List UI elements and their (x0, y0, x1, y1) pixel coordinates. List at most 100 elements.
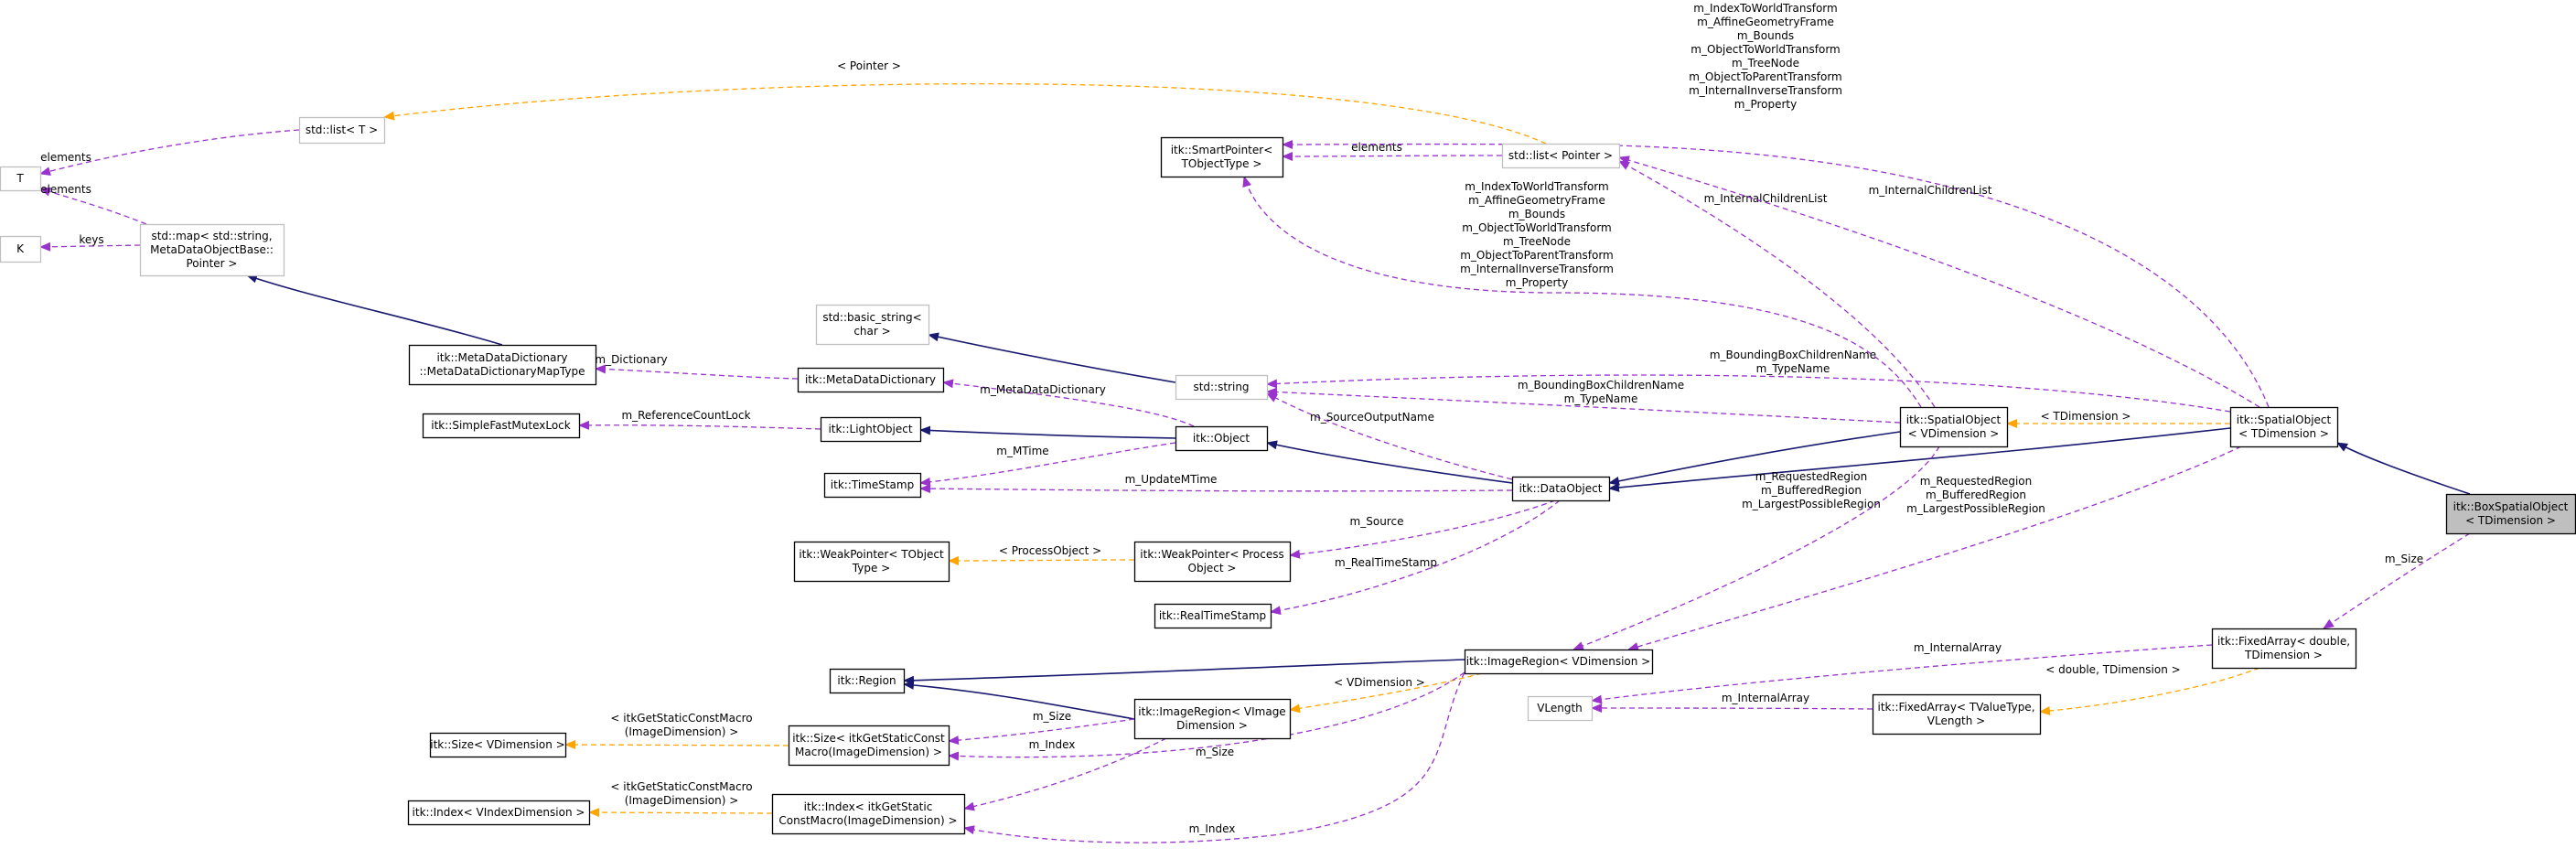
class-name: itk::SimpleFastMutexLock (431, 419, 571, 432)
class-node-dobj[interactable]: itk::DataObject (1511, 476, 1611, 502)
edge-label: m_IndexToWorldTransform (1465, 180, 1608, 193)
class-node-mdd[interactable]: itk::MetaDataDictionary (797, 367, 945, 393)
edge-label: m_AffineGeometryFrame (1697, 16, 1834, 28)
edge-label: m_RealTimeStamp (1335, 556, 1437, 569)
edge-label: m_Size (2385, 553, 2423, 565)
class-box (1133, 698, 1292, 740)
class-node-vlength[interactable]: VLength (1527, 695, 1594, 722)
edge-label: m_BufferedRegion (1761, 484, 1862, 497)
class-name: Macro(ImageDimension) > (795, 746, 942, 758)
edge-line (1242, 176, 1922, 408)
class-node-k[interactable]: K (0, 235, 42, 263)
class-node-fad[interactable]: itk::FixedArray< double,TDimension > (2211, 628, 2357, 670)
class-name: itk::RealTimeStamp (1159, 609, 1266, 622)
class-node-sfml[interactable]: itk::SimpleFastMutexLock (422, 413, 581, 439)
class-node-stdmap[interactable]: std::map< std::string,MetaDataObjectBase… (139, 223, 285, 277)
edge-line (1289, 672, 1483, 714)
class-box (829, 668, 906, 694)
class-node-sizev[interactable]: itk::Size< VDimension > (429, 732, 567, 758)
class-node-wpto[interactable]: itk::WeakPointer< TObjectType > (793, 541, 950, 583)
class-name: Type > (852, 562, 890, 574)
class-node-obj[interactable]: itk::Object (1175, 425, 1269, 452)
edge-line (919, 484, 1513, 494)
class-node-irvd[interactable]: itk::ImageRegion< VDimension > (1464, 649, 1654, 675)
class-node-bstring[interactable]: std::basic_string<char > (815, 304, 930, 346)
edge-line (963, 737, 1167, 811)
edge-usage: m_RequestedRegionm_BufferedRegionm_Large… (1572, 446, 1940, 650)
edge-line (1266, 374, 2231, 413)
class-node-spov[interactable]: itk::SpatialObject< VDimension > (1899, 406, 2009, 448)
class-box (771, 793, 966, 835)
edge-template: < TDimension > (2006, 410, 2230, 428)
edge-label: m_Dictionary (595, 353, 667, 366)
edge-line (1618, 156, 2260, 408)
edge-line (903, 659, 1465, 685)
edge-label: m_SourceOutputName (1310, 411, 1434, 424)
edge-line (2323, 532, 2471, 629)
class-name: Pointer > (187, 257, 238, 270)
edge-line (1572, 446, 1940, 650)
class-name: itk::DataObject (1519, 482, 1603, 495)
edge-line (588, 808, 773, 818)
class-box (407, 800, 591, 826)
edge-line (2039, 667, 2260, 716)
edge-usage: m_SourceOutputName (1266, 392, 1513, 480)
edge-line (1266, 387, 1901, 424)
class-node-indexm[interactable]: itk::Index< itkGetStaticConstMacro(Image… (771, 793, 966, 835)
edge-usage: m_MTime (919, 442, 1176, 487)
class-box (408, 344, 597, 386)
class-name: < TDimension > (2465, 514, 2556, 527)
edge-template: < itkGetStaticConstMacro(ImageDimension)… (564, 712, 789, 750)
class-node-indexv[interactable]: itk::Index< VIndexDimension > (407, 800, 591, 826)
edge-label: m_ReferenceCountLock (621, 409, 750, 422)
class-node-region[interactable]: itk::Region (829, 668, 906, 694)
class-node-bso[interactable]: itk::BoxSpatialObject< TDimension > (2445, 493, 2576, 535)
class-node-string[interactable]: std::string (1175, 374, 1269, 401)
edge-line (1282, 139, 2270, 408)
edge-label: m_InternalArray (1722, 692, 1809, 704)
class-node-lobj[interactable]: itk::LightObject (820, 416, 922, 443)
class-node-sp[interactable]: itk::SmartPointer<TObjectType > (1160, 136, 1284, 178)
edge-line (564, 740, 789, 750)
class-name: std::list< Pointer > (1508, 149, 1613, 162)
class-node-stdlistp[interactable]: std::list< Pointer > (1501, 143, 1621, 169)
edge-label: < Pointer > (837, 59, 901, 72)
edge-label: m_InternalInverseTransform (1689, 84, 1842, 97)
edge-label: m_ObjectToWorldTransform (1462, 221, 1611, 234)
class-node-fatv[interactable]: itk::FixedArray< TValueType,VLength > (1872, 693, 2042, 736)
edge-inheritance (1266, 440, 1513, 484)
class-name: MetaDataObjectBase:: (150, 243, 274, 256)
class-node-mddmap[interactable]: itk::MetaDataDictionary::MetaDataDiction… (408, 344, 597, 386)
class-node-wppo[interactable]: itk::WeakPointer< ProcessObject > (1133, 541, 1292, 583)
class-node-sizem[interactable]: itk::Size< itkGetStaticConstMacro(ImageD… (788, 725, 950, 767)
class-node-stdlistt[interactable]: std::list< T > (298, 116, 386, 145)
class-box (298, 116, 386, 145)
class-box (2445, 493, 2576, 535)
edge-usage: m_MetaDataDictionary (942, 379, 1195, 427)
edge-usage: m_Index (963, 671, 1465, 843)
class-name: itk::LightObject (828, 423, 912, 435)
edge-label: m_LargestPossibleRegion (1742, 498, 1881, 510)
edge-usage: m_Size (2323, 532, 2471, 629)
class-node-rts[interactable]: itk::RealTimeStamp (1154, 603, 1272, 629)
class-name: itk::Size< VDimension > (430, 738, 564, 751)
class-node-spot[interactable]: itk::SpatialObject< TDimension > (2229, 406, 2339, 448)
edge-label: m_ObjectToParentTransform (1689, 70, 1842, 83)
edge-template: < ProcessObject > (948, 544, 1135, 565)
class-name: std::map< std::string, (151, 230, 272, 242)
edge-line (1618, 160, 1936, 408)
edge-usage: m_IndexToWorldTransform m_AffineGeometryF… (1282, 2, 2270, 408)
edge-label: m_ObjectToParentTransform (1460, 249, 1614, 262)
edge-label: m_InternalChildrenList (1869, 184, 1992, 197)
edge-usage: m_IndexToWorldTransformm_AffineGeometryF… (1242, 176, 1922, 408)
class-node-ts[interactable]: itk::TimeStamp (823, 472, 922, 499)
edge-inheritance (1608, 427, 2231, 492)
edge-usage: m_Index (963, 737, 1167, 811)
class-name: itk::Object (1193, 432, 1250, 445)
edge-label: m_LargestPossibleRegion (1906, 502, 2045, 515)
class-node-t[interactable]: T (0, 166, 42, 192)
